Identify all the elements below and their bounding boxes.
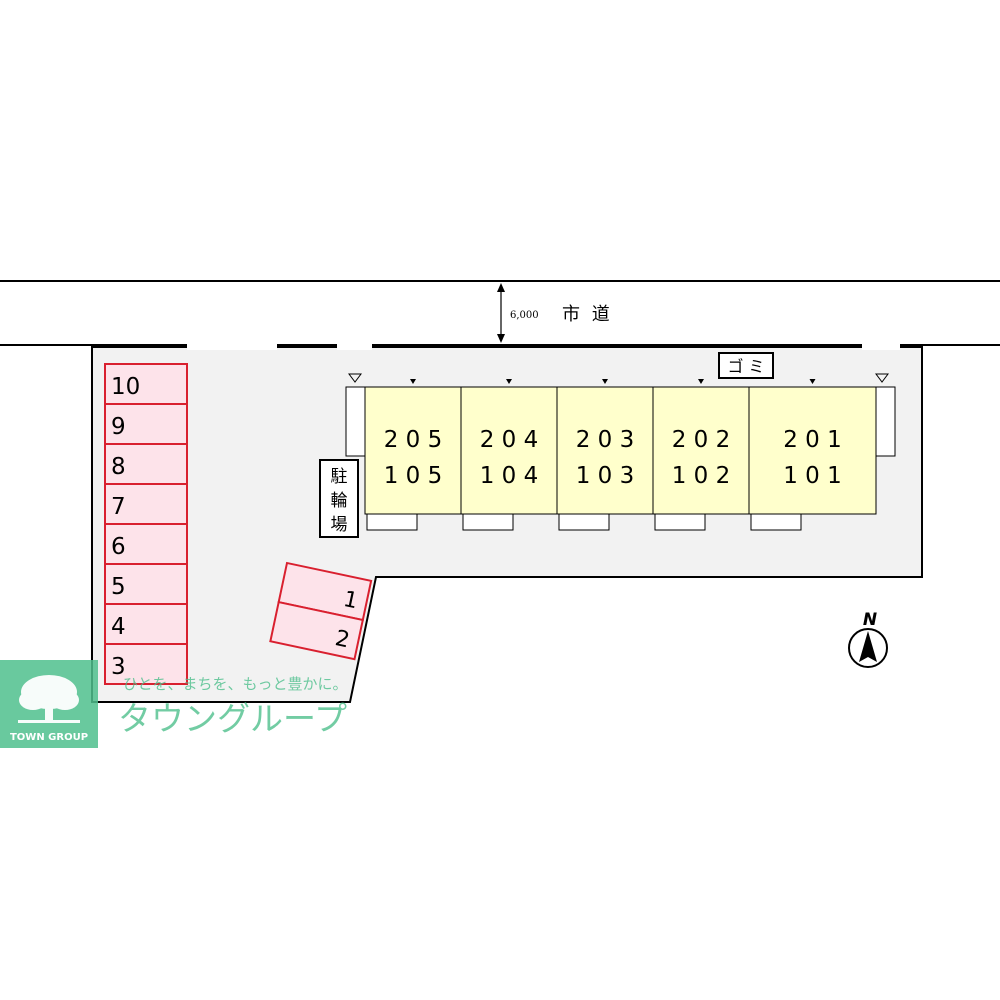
unit: 2 0 2 1 0 2 — [652, 379, 750, 531]
unit-upper-number: 2 0 2 — [672, 427, 731, 453]
logo-text: TOWN GROUP — [10, 732, 88, 743]
parking-space-label: 7 — [111, 494, 126, 520]
unit-block — [364, 386, 462, 515]
unit-upper-number: 2 0 1 — [783, 427, 842, 453]
unit-upper-number: 2 0 5 — [384, 427, 443, 453]
road: 6,000 市 道 — [0, 280, 1000, 346]
parking-space-label: 5 — [111, 574, 126, 600]
units: 2 0 5 1 0 5 2 0 4 1 0 4 2 0 3 1 0 3 2 0 2 1 0 2… — [364, 379, 877, 531]
parking-space-label: 10 — [111, 374, 140, 400]
bicycle-parking: 駐 輪 場 — [319, 459, 359, 538]
compass-label: N — [863, 610, 877, 630]
entrance-marker — [410, 379, 416, 384]
unit-upper-number: 2 0 3 — [576, 427, 635, 453]
road-width-label: 6,000 — [510, 310, 539, 321]
unit: 2 0 1 1 0 1 — [748, 379, 877, 531]
unit-block — [652, 386, 750, 515]
unit: 2 0 3 1 0 3 — [556, 379, 654, 531]
parking-space-label: 6 — [111, 534, 126, 560]
bicycle-char-3: 場 — [331, 515, 348, 535]
stair-right — [875, 386, 896, 457]
garbage-label: ゴ ミ — [727, 357, 764, 376]
road-name-label: 市 道 — [562, 304, 613, 325]
garbage-area: ゴ ミ — [718, 352, 774, 379]
unit-block — [556, 386, 654, 515]
entrance-marker — [506, 379, 512, 384]
building: 2 0 5 1 0 5 2 0 4 1 0 4 2 0 3 1 0 3 2 0 2 1 0 2… — [345, 373, 896, 531]
parking-space — [269, 600, 364, 661]
balcony — [558, 513, 610, 531]
parking-space — [104, 563, 188, 605]
bicycle-char-2: 輪 — [331, 491, 348, 511]
parking-right: 1 2 — [269, 561, 373, 661]
parking-space — [104, 643, 188, 685]
tree-icon — [18, 675, 80, 723]
unit-upper-number: 2 0 4 — [480, 427, 539, 453]
unit-block — [748, 386, 877, 515]
unit: 2 0 5 1 0 5 — [364, 379, 462, 531]
unit-lower-number: 1 0 4 — [480, 463, 539, 489]
unit-lower-number: 1 0 5 — [384, 463, 443, 489]
balcony — [462, 513, 514, 531]
parking-space — [104, 603, 188, 645]
balcony — [750, 513, 802, 531]
watermark-tagline: ひとを、まちを、もっと豊かに。 — [123, 675, 348, 693]
watermark: TOWN GROUP ひとを、まちを、もっと豊かに。 タウングループ — [0, 660, 348, 748]
parking-left: 10 9 8 7 6 5 4 3 — [104, 363, 188, 685]
parking-space-label: 9 — [111, 414, 126, 440]
balcony — [366, 513, 418, 531]
unit: 2 0 4 1 0 4 — [460, 379, 558, 531]
entrance-marker — [602, 379, 608, 384]
bicycle-char-1: 駐 — [331, 467, 348, 487]
parking-space — [104, 443, 188, 485]
parking-space-label: 3 — [111, 654, 126, 680]
parking-space-label: 8 — [111, 454, 126, 480]
road-width-arrow — [497, 283, 505, 343]
parking-space-label: 1 — [341, 587, 360, 614]
stair-marker-left — [348, 373, 362, 383]
parking-space-label: 4 — [111, 614, 126, 640]
north-compass: N — [848, 610, 888, 668]
balcony — [654, 513, 706, 531]
parking-space — [104, 363, 188, 405]
stair-left — [345, 386, 366, 457]
unit-lower-number: 1 0 2 — [672, 463, 731, 489]
unit-lower-number: 1 0 1 — [783, 463, 842, 489]
entrance-marker — [809, 379, 816, 384]
entrance-marker — [698, 379, 704, 384]
unit-lower-number: 1 0 3 — [576, 463, 635, 489]
stair-marker-right — [875, 373, 889, 383]
parking-space — [104, 523, 188, 565]
watermark-brand: タウングループ — [118, 699, 347, 738]
parking-space-label: 2 — [333, 626, 352, 653]
